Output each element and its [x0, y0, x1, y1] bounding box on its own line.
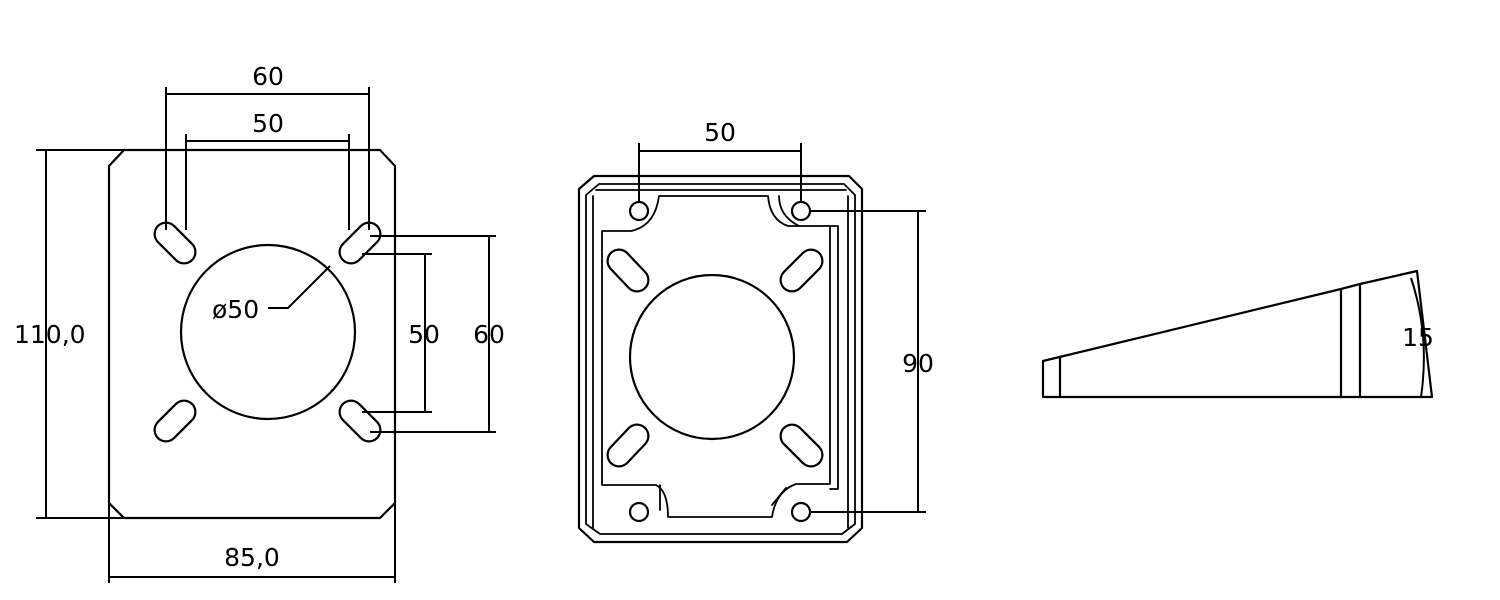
back-hole-top-right — [790, 200, 812, 222]
side-wedge-outline — [1041, 269, 1434, 399]
back-inner-outline — [585, 183, 856, 535]
back-hole-bottom-left — [628, 501, 650, 523]
back-hole-top-left — [628, 200, 650, 222]
dim-label-diameter-50: ø50 — [212, 295, 259, 324]
front-center-hole — [179, 243, 357, 421]
back-hole-bottom-right — [790, 501, 812, 523]
dim-label-top-50: 50 — [252, 109, 284, 138]
back-center-hole — [628, 273, 796, 441]
dim-label-angle-15: 15 — [1402, 323, 1434, 352]
back-side-groove — [829, 225, 839, 490]
dim-label-height-110: 110,0 — [14, 320, 86, 349]
diameter-leader — [268, 265, 331, 309]
dim-label-width-85: 85,0 — [224, 543, 280, 572]
dim-label-top-60: 60 — [252, 62, 284, 91]
side-view: 15 — [1041, 269, 1434, 399]
back-outer-outline — [577, 174, 864, 544]
dim-label-right-50: 50 — [408, 320, 440, 349]
dim-label-right-60: 60 — [473, 320, 505, 349]
front-view: 60 50 110,0 85,0 50 60 ø50 — [14, 62, 505, 583]
front-plate-outline — [107, 148, 397, 520]
back-inner-recess — [601, 195, 831, 518]
back-rim-edge — [592, 189, 849, 529]
side-angle-arc — [1410, 277, 1425, 398]
dim-label-back-top-50: 50 — [704, 118, 736, 147]
dim-label-back-height-90: 90 — [902, 349, 934, 378]
back-view: 50 90 — [577, 118, 934, 544]
